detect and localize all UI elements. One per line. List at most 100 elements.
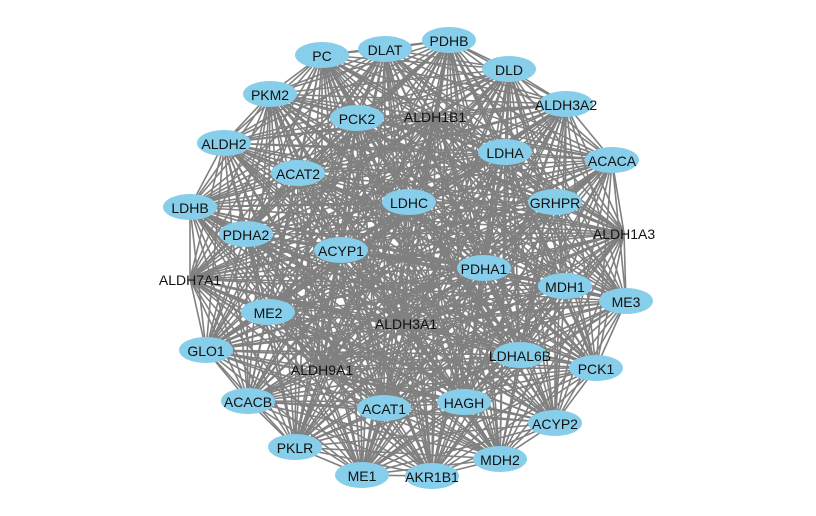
- edge-aldh1a3-acacb: [247, 232, 625, 402]
- node-pdha1[interactable]: PDHA1: [457, 255, 511, 281]
- edge-mdh1-pck1: [564, 285, 597, 369]
- node-label: ALDH3A1: [375, 316, 437, 332]
- node-shape: [357, 395, 411, 421]
- node-aldh3a2[interactable]: ALDH3A2: [535, 91, 597, 117]
- edge-aldh1a3-pklr: [294, 232, 625, 448]
- node-acyp2[interactable]: ACYP2: [528, 410, 582, 436]
- node-glo1[interactable]: GLO1: [179, 337, 233, 363]
- node-aldh7a1[interactable]: ALDH7A1: [159, 272, 221, 288]
- edge-acaca-pck1: [595, 159, 613, 369]
- edge-ldhc-aldh9a1: [321, 201, 410, 370]
- node-pdhb[interactable]: PDHB: [422, 27, 476, 53]
- node-mdh2[interactable]: MDH2: [473, 446, 527, 472]
- node-me1[interactable]: ME1: [335, 462, 389, 488]
- edge-acat1-acyp2: [383, 407, 556, 424]
- node-aldh9a1[interactable]: ALDH9A1: [291, 362, 353, 378]
- node-shape: [197, 130, 251, 156]
- node-shape: [599, 288, 653, 314]
- edge-aldh1b1-ldhb: [189, 115, 436, 208]
- node-shape: [482, 56, 536, 82]
- node-shape: [314, 237, 368, 263]
- node-label: DLAT: [368, 42, 403, 58]
- edge-ldha-aldh7a1: [189, 151, 506, 280]
- edge-pklr-mdh2: [294, 446, 501, 460]
- node-label: ALDH3A2: [535, 97, 597, 113]
- node-shape: [473, 446, 527, 472]
- edge-ldhal6b-acacb: [247, 354, 521, 402]
- node-shape: [219, 221, 273, 247]
- edge-aldh3a1-pck1: [405, 322, 597, 369]
- node-grhpr[interactable]: GRHPR: [528, 189, 582, 215]
- node-shape: [478, 139, 532, 165]
- node-pc[interactable]: PC: [295, 42, 349, 68]
- node-ldha[interactable]: LDHA: [478, 139, 532, 165]
- node-mdh1[interactable]: MDH1: [538, 273, 592, 299]
- node-shape: [405, 463, 459, 489]
- node-ldhal6b[interactable]: LDHAL6B: [489, 342, 551, 368]
- node-pklr[interactable]: PKLR: [268, 434, 322, 460]
- node-label: AKR1B1: [405, 469, 459, 485]
- node-label: PCK1: [578, 361, 615, 377]
- node-shape: [163, 194, 217, 220]
- edge-acyp1-acyp2: [340, 249, 556, 424]
- node-label: ACACB: [224, 394, 272, 410]
- node-label: GLO1: [187, 343, 225, 359]
- node-aldh3a1[interactable]: ALDH3A1: [375, 316, 437, 332]
- edge-pdhb-pkm2: [269, 39, 450, 95]
- node-aldh2[interactable]: ALDH2: [197, 130, 251, 156]
- edge-aldh1a3-acyp2: [554, 232, 625, 424]
- edge-dlat-acaca: [384, 48, 613, 161]
- edge-aldh3a1-acyp2: [405, 322, 556, 424]
- edge-aldh1b1-aldh2: [223, 115, 436, 144]
- node-acaca[interactable]: ACACA: [585, 147, 639, 173]
- edge-dld-pkm2: [269, 68, 510, 95]
- node-pkm2[interactable]: PKM2: [243, 81, 297, 107]
- node-ldhc[interactable]: LDHC: [382, 189, 436, 215]
- node-dlat[interactable]: DLAT: [358, 36, 412, 62]
- edge-aldh1a3-me2: [267, 232, 625, 313]
- node-label: PDHB: [430, 33, 469, 49]
- node-hagh[interactable]: HAGH: [437, 389, 491, 415]
- node-label: DLD: [495, 62, 523, 78]
- edge-acyp1-aldh7a1: [189, 249, 342, 280]
- edge-aldh9a1-mdh2: [321, 368, 501, 460]
- node-label: ACYP1: [318, 243, 364, 259]
- node-dld[interactable]: DLD: [482, 56, 536, 82]
- edge-pdha2-glo1: [205, 233, 247, 351]
- node-shape: [457, 255, 511, 281]
- node-aldh1b1[interactable]: ALDH1B1: [404, 109, 466, 125]
- edge-aldh1b1-pdha2: [245, 115, 436, 235]
- edge-aldh1b1-aldh9a1: [321, 115, 436, 370]
- edge-ldha-ldhb: [189, 151, 506, 208]
- node-shape: [422, 27, 476, 53]
- node-acat2[interactable]: ACAT2: [271, 160, 325, 186]
- edge-glo1-acat1: [205, 349, 385, 409]
- node-acacb[interactable]: ACACB: [221, 388, 275, 414]
- node-acyp1[interactable]: ACYP1: [314, 237, 368, 263]
- node-aldh1a3[interactable]: ALDH1A3: [593, 226, 655, 242]
- node-ldhb[interactable]: LDHB: [163, 194, 217, 220]
- node-shape: [528, 410, 582, 436]
- edge-me2-pklr: [267, 311, 296, 448]
- node-label: ACAT2: [276, 166, 320, 182]
- edge-mdh1-me2: [267, 285, 566, 313]
- node-label: HAGH: [444, 395, 484, 411]
- node-me2[interactable]: ME2: [241, 299, 295, 325]
- node-acat1[interactable]: ACAT1: [357, 395, 411, 421]
- node-label: ALDH1A3: [593, 226, 655, 242]
- node-label: PCK2: [339, 111, 376, 127]
- node-label: ACAT1: [362, 401, 406, 417]
- edge-acat2-pdha1: [297, 172, 485, 269]
- node-me3[interactable]: ME3: [599, 288, 653, 314]
- node-pdha2[interactable]: PDHA2: [219, 221, 273, 247]
- edge-acaca-acyp1: [340, 159, 613, 251]
- edge-ldha-acat2: [297, 151, 506, 174]
- node-akr1b1[interactable]: AKR1B1: [405, 463, 459, 489]
- node-pck1[interactable]: PCK1: [569, 355, 623, 381]
- edge-mdh1-aldh3a1: [405, 285, 566, 324]
- edge-pc-ldhb: [189, 54, 323, 208]
- edge-ldhb-akr1b1: [189, 206, 433, 477]
- edge-acyp2-me1: [361, 422, 556, 476]
- node-pck2[interactable]: PCK2: [330, 105, 384, 131]
